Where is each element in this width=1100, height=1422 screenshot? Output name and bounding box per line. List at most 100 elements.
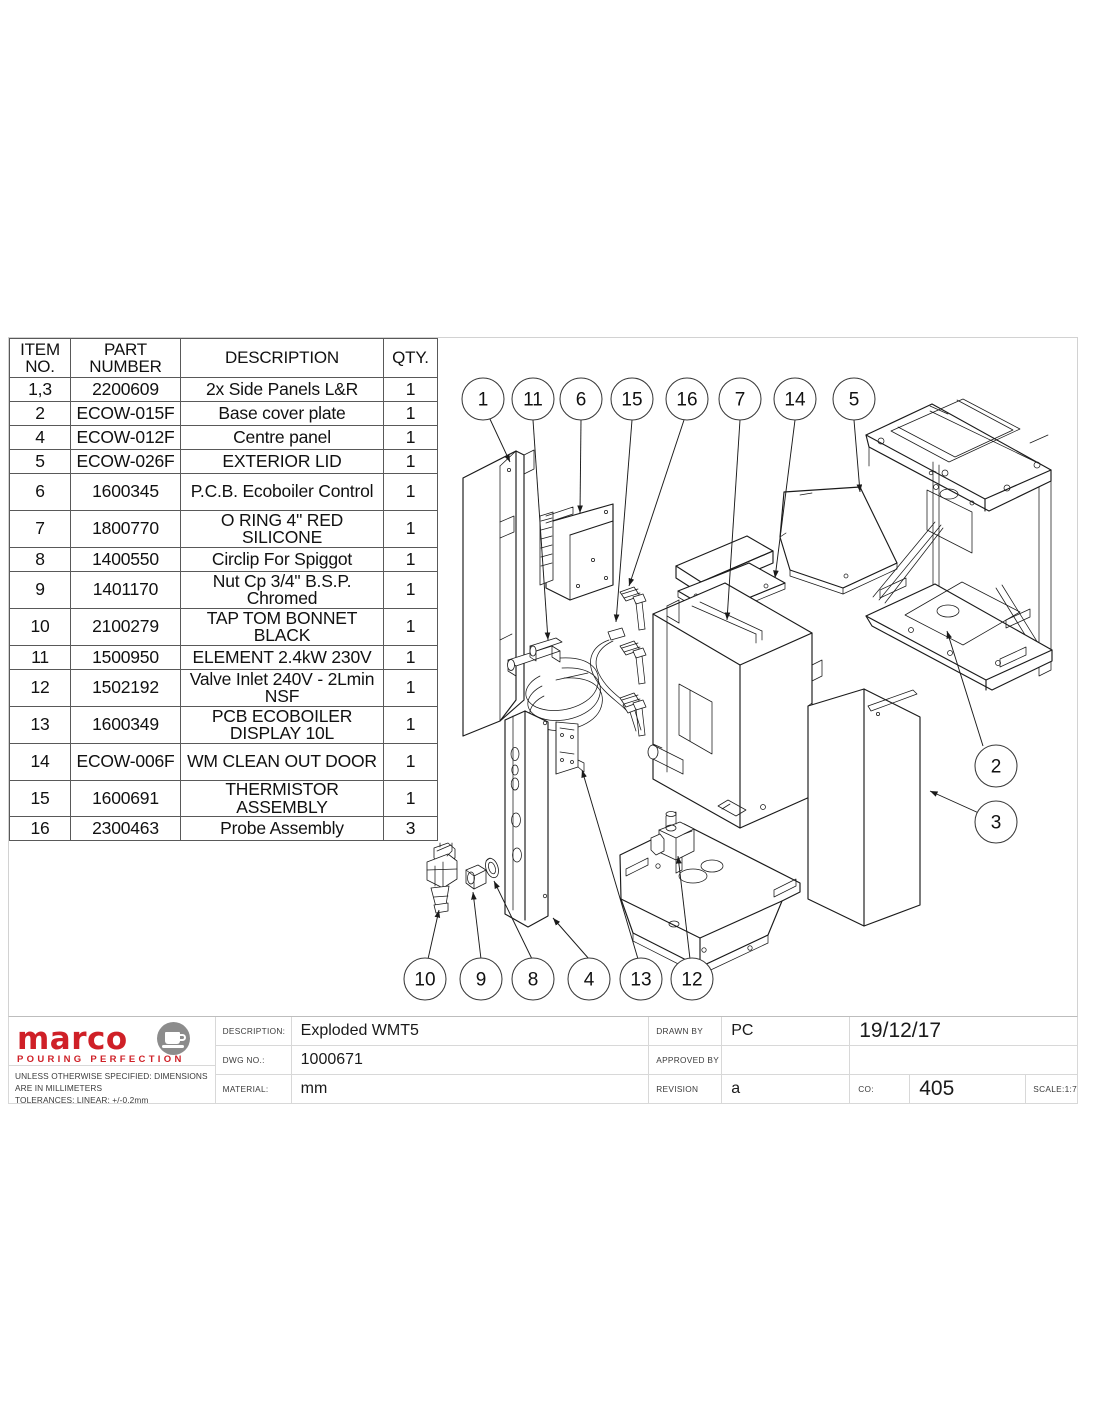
bill-of-materials-table: ITEM NO. PART NUMBER DESCRIPTION QTY. 1,… — [9, 338, 438, 841]
bom-cell-description: Circlip For Spiggot — [180, 547, 384, 572]
bom-cell-item: 8 — [9, 547, 71, 572]
bom-cell-item: 13 — [9, 706, 71, 744]
bom-cell-description: WM CLEAN OUT DOOR — [180, 743, 384, 781]
bom-cell-qty: 1 — [383, 473, 438, 511]
bom-cell-part: 1600345 — [70, 473, 181, 511]
title-block: marco POURING PERFECTION UNLESS OTHERWIS… — [8, 1016, 1078, 1106]
bom-cell-qty: 1 — [383, 425, 438, 450]
bom-cell-item: 12 — [9, 669, 71, 707]
title-block-logo-cell: marco POURING PERFECTION UNLESS OTHERWIS… — [9, 1017, 216, 1106]
bom-cell-item: 6 — [9, 473, 71, 511]
bom-header-qty: QTY. — [383, 338, 438, 378]
bom-cell-qty: 1 — [383, 669, 438, 707]
approved-by-value — [722, 1046, 851, 1074]
bom-cell-part: 1600691 — [70, 780, 181, 817]
bom-cell-qty: 1 — [383, 571, 438, 609]
bom-cell-part: 1800770 — [70, 510, 181, 548]
bom-cell-qty: 1 — [383, 377, 438, 402]
bom-cell-qty: 1 — [383, 780, 438, 817]
bom-cell-item: 15 — [9, 780, 71, 817]
drawn-by-value: PC — [722, 1017, 851, 1045]
notes-line-1: UNLESS OTHERWISE SPECIFIED: DIMENSIONS A… — [15, 1071, 208, 1094]
bom-cell-qty: 1 — [383, 449, 438, 474]
approved-date-value — [850, 1046, 1077, 1074]
bom-cell-item: 9 — [9, 571, 71, 609]
title-block-approval: DRAWN BY PC 19/12/17 APPROVED BY REVISIO… — [649, 1017, 1077, 1103]
dwg-no-value: 1000671 — [300, 1051, 363, 1068]
cup-handle-icon — [179, 1034, 186, 1041]
approved-by-label: APPROVED BY — [649, 1046, 723, 1074]
bom-cell-description: PCB ECOBOILER DISPLAY 10L — [180, 706, 384, 744]
dwg-no-row: DWG NO.: 1000671 — [215, 1046, 649, 1075]
drawn-by-label: DRAWN BY — [649, 1017, 723, 1045]
approved-by-row: APPROVED BY — [649, 1046, 1077, 1075]
bom-cell-qty: 1 — [383, 645, 438, 670]
co-value: 405 — [910, 1075, 1027, 1103]
bom-cell-part: ECOW-012F — [70, 425, 181, 450]
bom-header-part-l2: NUMBER — [89, 357, 162, 376]
bom-cell-description: Base cover plate — [180, 401, 384, 426]
bom-header-description: DESCRIPTION — [180, 338, 384, 378]
marco-logo: marco POURING PERFECTION — [9, 1017, 215, 1065]
notes-line-2: TOLERANCES: LINEAR: +/-0.2mm — [15, 1095, 149, 1106]
saucer-icon — [162, 1045, 184, 1048]
bom-cell-qty: 1 — [383, 510, 438, 548]
cup-icon — [165, 1032, 180, 1044]
bom-cell-description: O RING 4" RED SILICONE — [180, 510, 384, 548]
marco-wordmark: marco — [17, 1021, 128, 1057]
bom-cell-description: TAP TOM BONNET BLACK — [180, 608, 384, 646]
title-block-info: DESCRIPTION: Exploded WMT5 DWG NO.: 1000… — [215, 1017, 650, 1103]
material-value: mm — [300, 1080, 328, 1097]
bom-cell-part: 2300463 — [70, 816, 181, 841]
bom-cell-part: 1502192 — [70, 669, 181, 707]
bom-cell-qty: 1 — [383, 743, 438, 781]
bom-cell-part: 1600349 — [70, 706, 181, 744]
bom-cell-item: 14 — [9, 743, 71, 781]
bom-cell-description: Centre panel — [180, 425, 384, 450]
material-label: MATERIAL: — [216, 1075, 292, 1103]
bom-cell-qty: 1 — [383, 608, 438, 646]
bom-cell-item: 10 — [9, 608, 71, 646]
bom-cell-qty: 1 — [383, 401, 438, 426]
bom-cell-part: ECOW-026F — [70, 449, 181, 474]
revision-value: a — [722, 1075, 851, 1103]
bom-cell-part: 1401170 — [70, 571, 181, 609]
bom-header-item-l1: ITEM — [20, 339, 60, 359]
bom-cell-item: 16 — [9, 816, 71, 841]
revision-label: REVISION — [649, 1075, 723, 1103]
bom-cell-description: Nut Cp 3/4" B.S.P. Chromed — [180, 571, 384, 609]
bom-header: ITEM NO. PART NUMBER DESCRIPTION QTY. — [9, 338, 438, 378]
bom-cell-item: 4 — [9, 425, 71, 450]
bom-cell-item: 11 — [9, 645, 71, 670]
bom-header-item: ITEM NO. — [9, 338, 71, 378]
description-row: DESCRIPTION: Exploded WMT5 — [215, 1017, 649, 1046]
bom-cell-qty: 3 — [383, 816, 438, 841]
marco-tagline: POURING PERFECTION — [17, 1054, 185, 1065]
bom-cell-description: Probe Assembly — [180, 816, 384, 841]
bom-cell-part: 2200609 — [70, 377, 181, 402]
bom-cell-part: 1500950 — [70, 645, 181, 670]
scale-label: SCALE:1:7 — [1033, 1084, 1077, 1094]
bom-cell-description: THERMISTOR ASSEMBLY — [180, 780, 384, 817]
description-value: Exploded WMT5 — [300, 1022, 419, 1039]
revision-row: REVISION a CO: 405 SCALE:1:7 — [649, 1075, 1077, 1103]
bom-cell-item: 7 — [9, 510, 71, 548]
co-label: CO: — [850, 1075, 911, 1103]
bom-cell-description: ELEMENT 2.4kW 230V — [180, 645, 384, 670]
material-row: MATERIAL: mm — [216, 1075, 649, 1103]
bom-cell-description: EXTERIOR LID — [180, 449, 384, 474]
bom-cell-qty: 1 — [383, 706, 438, 744]
dwg-no-label: DWG NO.: — [216, 1046, 292, 1074]
